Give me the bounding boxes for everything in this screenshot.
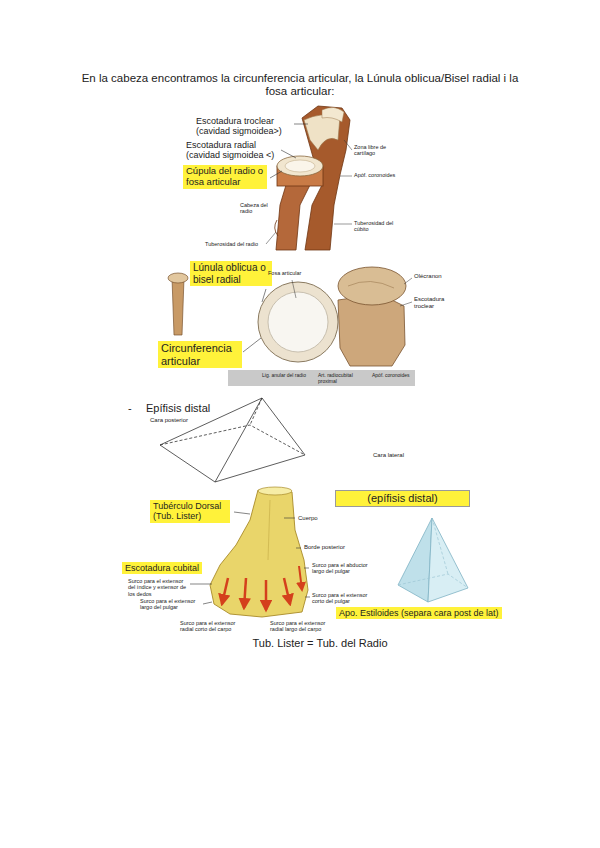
box-text: Tubérculo Dorsal (Tub. Lister) <box>153 501 227 522</box>
highlight-box: Circunferencia articular <box>158 341 242 368</box>
part-label: Borde posterior <box>304 544 354 551</box>
box-text: Escotadura cubital <box>125 563 199 573</box>
caption-text: Tub. Lister = Tub. del Radio <box>150 637 490 650</box>
part-label: Olécranon <box>414 273 458 280</box>
part-label: Tuberosidad del cúbito <box>354 220 404 233</box>
part-label: Surco para el extensor corto del pulgar <box>312 592 376 605</box>
part-label: Surco para el extensor radial corto del … <box>180 620 242 633</box>
part-label: Surco para el extensor del índice y exte… <box>128 578 188 597</box>
part-label: Cuerpo <box>298 515 338 522</box>
part-label: Escotadura troclear (cavidad sigmoidea>) <box>196 116 291 137</box>
part-label: Cabeza del radio <box>240 202 272 215</box>
part-label: Zona libre de cartílago <box>354 144 398 157</box>
part-label: Cara lateral <box>373 452 417 459</box>
part-label: Art. radiocubital proximal <box>318 373 368 385</box>
highlight-box: Cúpula del radio o fosa articular <box>183 165 267 189</box>
part-label: Escotadura radial (cavidad sigmoidea <) <box>186 140 278 161</box>
box-text: Circunferencia articular <box>161 342 239 367</box>
part-label: Escotadura troclear <box>414 296 456 310</box>
highlight-box: (epífisis distal) <box>335 490 470 507</box>
pyramid-model <box>398 518 468 602</box>
paragraph-text: En la cabeza encontramos la circunferenc… <box>70 72 530 98</box>
highlight-box: Escotadura cubital <box>122 562 202 574</box>
part-label: Apóf. coronoides <box>372 373 412 379</box>
box-text: Apo. Estiloides (separa cara post de lat… <box>339 608 499 618</box>
highlight-box: Tubérculo Dorsal (Tub. Lister) <box>150 500 230 523</box>
part-label: - <box>128 402 138 415</box>
part-label: Surco para el extensor radial largo del … <box>270 620 330 633</box>
part-label: Tuberosidad del radio <box>205 241 265 247</box>
box-text: Cúpula del radio o fosa articular <box>186 166 264 188</box>
part-label: Lig. anular del radio <box>262 373 312 379</box>
highlight-box: Lúnula oblicua o bisel radial <box>190 261 272 286</box>
part-label: Apóf. coronoides <box>354 172 400 178</box>
part-label: Surco para el abductor largo del pulgar <box>312 562 376 575</box>
part-label: Cara posterior <box>150 417 194 424</box>
highlight-box: Apo. Estiloides (separa cara post de lat… <box>336 607 502 619</box>
part-label: Surco para el extensor largo del pulgar <box>140 598 200 611</box>
box-text: Lúnula oblicua o bisel radial <box>193 262 269 285</box>
box-text: (epífisis distal) <box>339 492 466 505</box>
section-heading: Epífisis distal <box>146 402 256 415</box>
part-label: Fosa articular <box>268 270 318 276</box>
